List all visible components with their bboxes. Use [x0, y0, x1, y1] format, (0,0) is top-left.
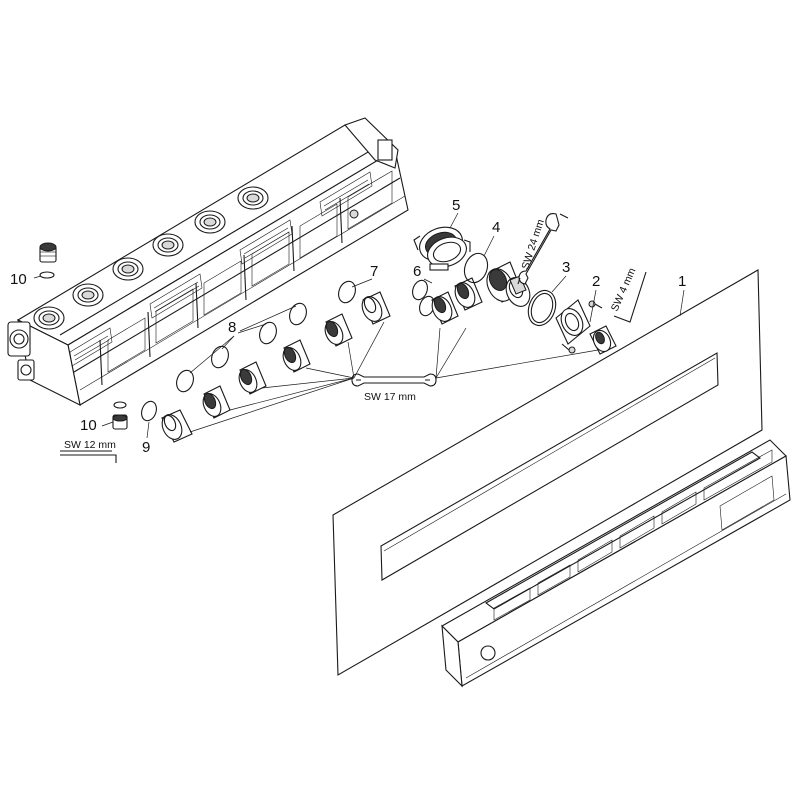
fittings-part-6	[412, 277, 483, 325]
callout-9: 9	[142, 439, 150, 456]
mounting-bracket-part-5	[413, 226, 471, 271]
connector-fittings-part-8	[202, 313, 353, 419]
callout-10-upper: 10	[10, 271, 27, 288]
fitting-part-7	[338, 280, 391, 325]
callout-3: 3	[562, 259, 570, 276]
callout-1: 1	[678, 273, 686, 290]
label-sw4: SW 4 mm	[609, 266, 639, 313]
wrench-17mm	[351, 373, 437, 387]
wrench-24mm	[517, 213, 569, 285]
plug-part-10-lower	[101, 401, 128, 430]
flange-part-2	[555, 299, 617, 355]
hex-key-4mm	[613, 271, 647, 323]
callout-8: 8	[228, 319, 236, 336]
o-ring-part-3	[527, 289, 557, 327]
leader-lines-sw17	[189, 321, 599, 433]
callout-10-lower: 10	[80, 417, 97, 434]
leader-lines-part-8	[189, 305, 297, 374]
plug-part-10-upper	[33, 242, 57, 279]
callout-4: 4	[492, 219, 500, 236]
callout-5: 5	[452, 197, 460, 214]
top-ports	[33, 186, 269, 330]
label-sw12: SW 12 mm	[64, 439, 116, 451]
cover-plate-part-1	[332, 269, 763, 676]
hex-key-12mm	[60, 450, 117, 463]
label-sw17: SW 17 mm	[364, 391, 416, 403]
trim-bar	[441, 439, 791, 688]
mounting-box-body	[7, 117, 409, 406]
cartridge-part-4	[463, 252, 531, 307]
callout-7: 7	[370, 263, 378, 280]
callout-6: 6	[413, 263, 421, 280]
callout-2: 2	[592, 273, 600, 290]
fitting-part-9	[141, 400, 193, 443]
